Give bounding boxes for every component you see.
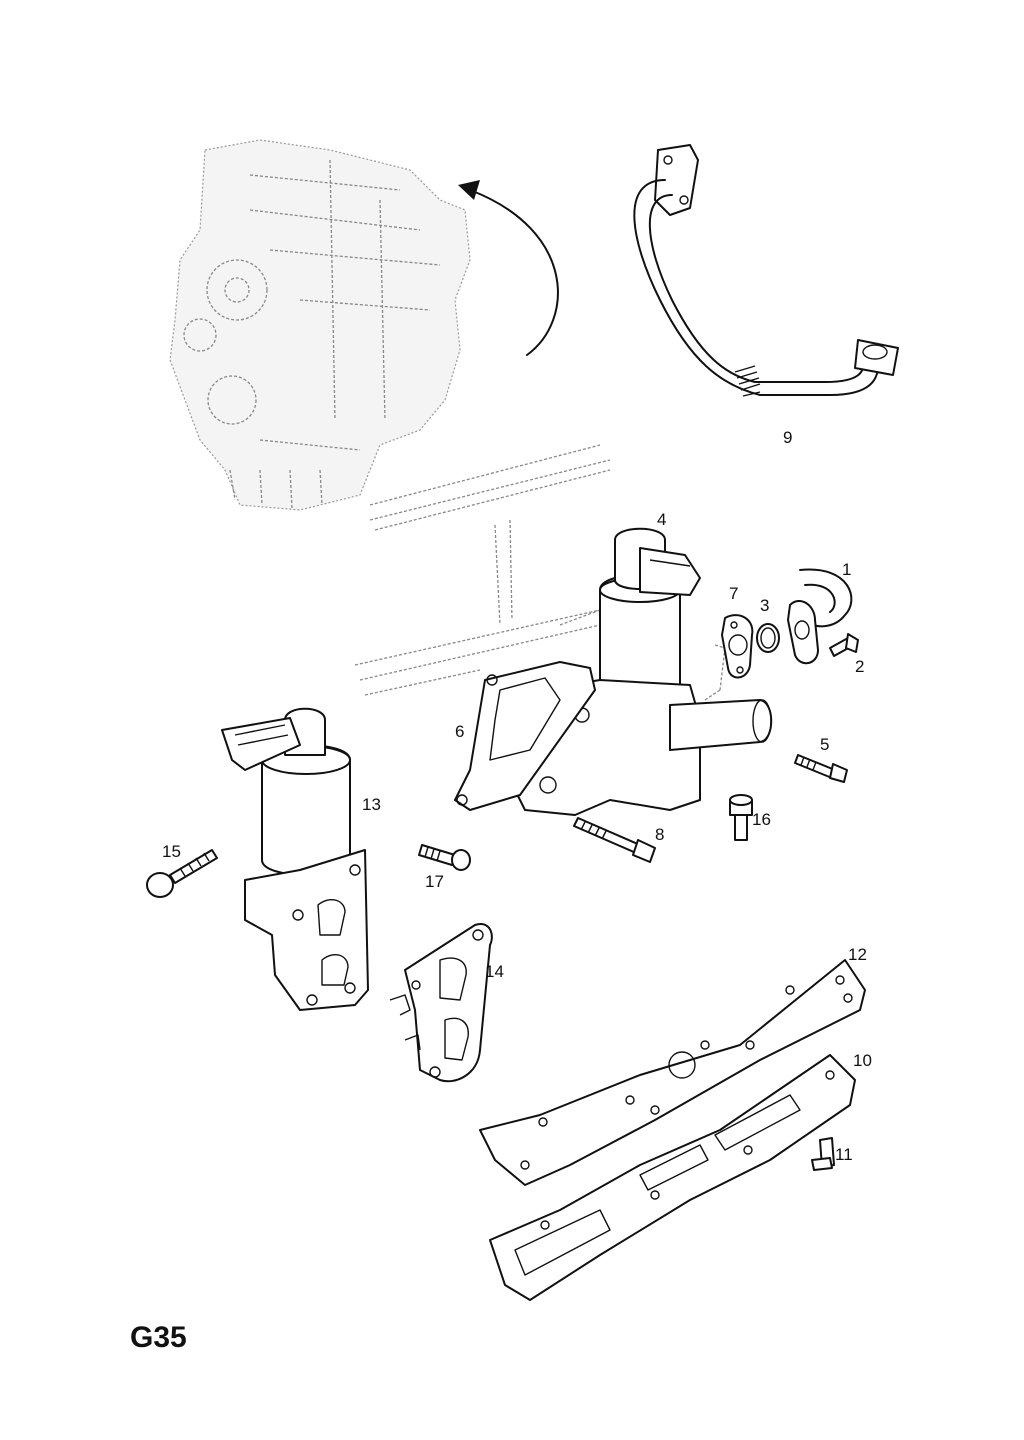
part-egr-pipe	[633, 144, 899, 397]
part-gasket-10	[489, 1054, 856, 1301]
callout-2: 2	[855, 657, 864, 676]
callout-7: 7	[729, 584, 738, 603]
part-pipe-flange-1	[787, 568, 853, 665]
cylinder-head-reference	[354, 444, 611, 696]
callout-17: 17	[425, 872, 444, 891]
callout-3: 3	[760, 596, 769, 615]
part-gasket-14	[389, 923, 493, 1083]
part-egr-valve-lower	[221, 707, 369, 1011]
part-gasket-12	[479, 959, 866, 1186]
part-egr-valve-upper	[514, 527, 773, 816]
callout-9: 9	[783, 428, 792, 447]
callout-13: 13	[362, 795, 381, 814]
part-gasket-6	[454, 661, 596, 811]
callout-labels: 1 2 3 4 5 6 7 8 9 10 11 12 13 14 15 16 1…	[162, 428, 872, 1164]
callout-4: 4	[657, 510, 666, 529]
callout-16: 16	[752, 810, 771, 829]
part-bolt-2	[829, 633, 859, 657]
part-cap-screw-16	[729, 794, 753, 841]
part-cap-screw-17	[418, 844, 471, 871]
part-bolt-8	[573, 817, 656, 863]
part-cap-screw-15	[146, 849, 218, 898]
part-stud-11	[811, 1137, 835, 1171]
page-code: G35	[130, 1321, 187, 1354]
callout-8: 8	[655, 825, 664, 844]
part-bolt-5	[794, 754, 848, 783]
callout-14: 14	[485, 962, 504, 981]
callout-12: 12	[848, 945, 867, 964]
callout-6: 6	[455, 722, 464, 741]
orientation-arrow	[458, 180, 559, 356]
part-seal-ring-3	[756, 623, 780, 653]
engine-reference-illustration	[169, 139, 471, 511]
part-gasket-7	[721, 614, 754, 679]
callout-11: 11	[835, 1145, 853, 1164]
callout-15: 15	[162, 842, 181, 861]
callout-1: 1	[842, 560, 851, 579]
callout-5: 5	[820, 735, 829, 754]
callout-10: 10	[853, 1051, 872, 1070]
